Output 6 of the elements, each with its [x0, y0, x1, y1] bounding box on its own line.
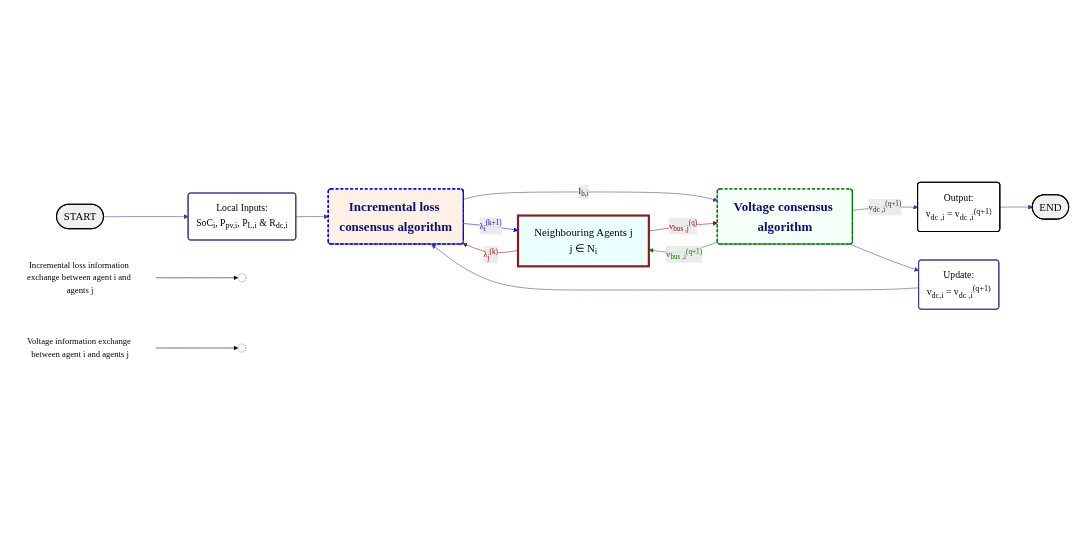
node-text: Incremental loss information exchange between agent i and agents j	[27, 260, 131, 296]
node-box: Neighbouring Agents j j ∈ N$_{i}$	[516, 214, 650, 268]
node-ellipse	[237, 273, 247, 283]
node-ellipse	[237, 344, 247, 353]
node-text: Voltage information exchange between agent i and agents j	[26, 336, 131, 360]
edge-label: I$_{b,i}$	[578, 186, 589, 198]
